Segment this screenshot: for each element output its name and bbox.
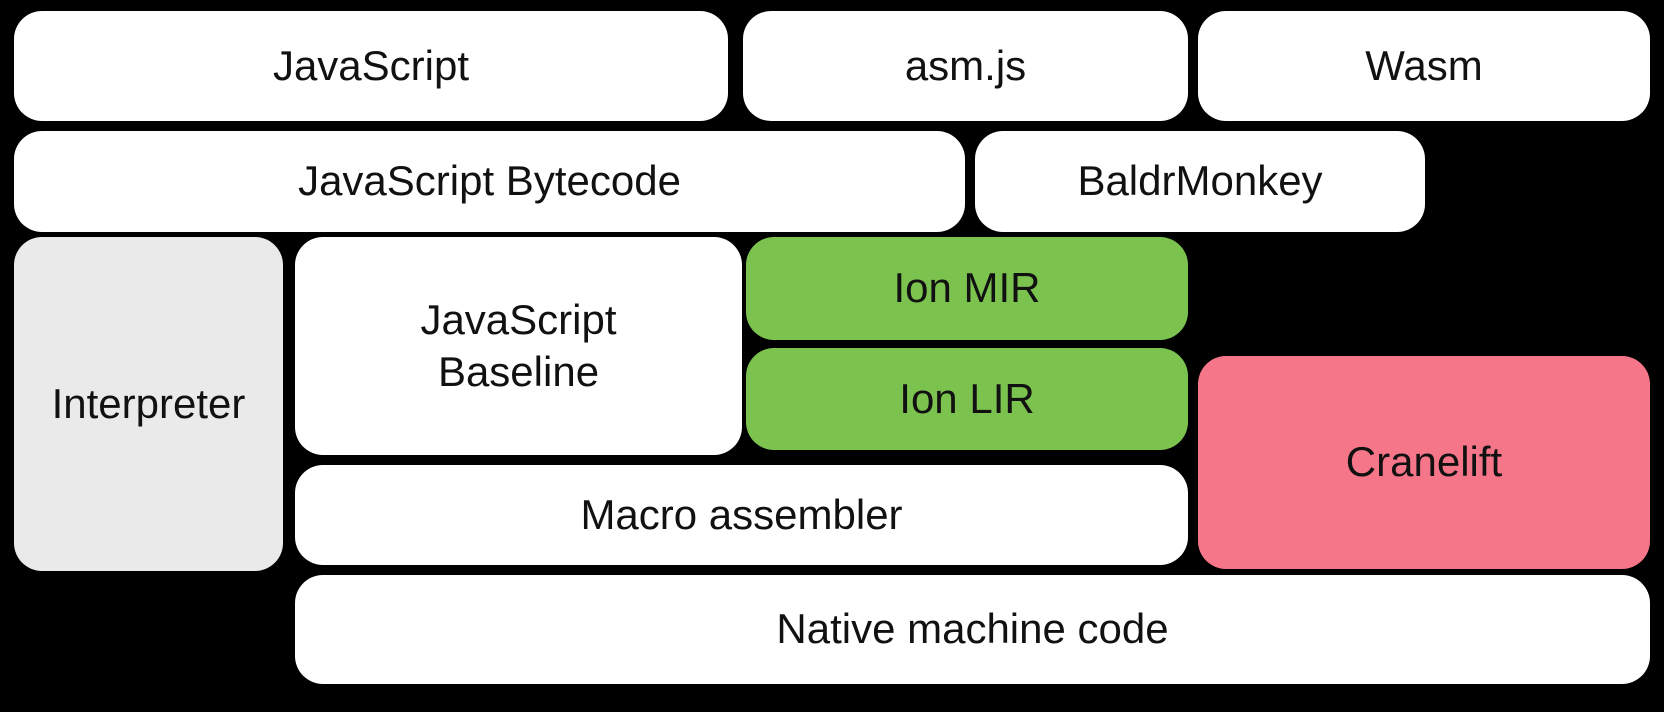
node-cranelift: Cranelift	[1198, 356, 1650, 569]
node-wasm: Wasm	[1198, 11, 1650, 121]
node-asmjs-label: asm.js	[904, 41, 1027, 89]
node-ion-mir: Ion MIR	[746, 237, 1188, 340]
node-baldrmonkey-label: BaldrMonkey	[1077, 157, 1323, 205]
node-javascript: JavaScript	[14, 11, 728, 121]
node-javascript-baseline-line1: JavaScript	[420, 295, 617, 343]
node-javascript-baseline: JavaScript Baseline	[295, 237, 742, 455]
node-interpreter-label: Interpreter	[51, 379, 246, 427]
node-native-machine-code-label: Native machine code	[776, 605, 1169, 653]
node-baldrmonkey: BaldrMonkey	[975, 131, 1425, 232]
node-javascript-baseline-line2: Baseline	[437, 348, 600, 395]
node-javascript-bytecode: JavaScript Bytecode	[14, 131, 965, 232]
node-javascript-bytecode-label: JavaScript Bytecode	[298, 157, 681, 205]
node-wasm-label: Wasm	[1365, 41, 1483, 89]
node-macro-assembler-label: Macro assembler	[580, 490, 903, 538]
node-javascript-label: JavaScript	[272, 41, 470, 89]
node-interpreter: Interpreter	[14, 237, 283, 571]
node-ion-lir-label: Ion LIR	[899, 374, 1035, 422]
node-ion-mir-label: Ion MIR	[893, 264, 1041, 312]
node-ion-lir: Ion LIR	[746, 348, 1188, 450]
node-asmjs: asm.js	[743, 11, 1188, 121]
node-cranelift-label: Cranelift	[1345, 438, 1503, 486]
node-native-machine-code: Native machine code	[295, 575, 1650, 684]
node-macro-assembler: Macro assembler	[295, 465, 1188, 565]
